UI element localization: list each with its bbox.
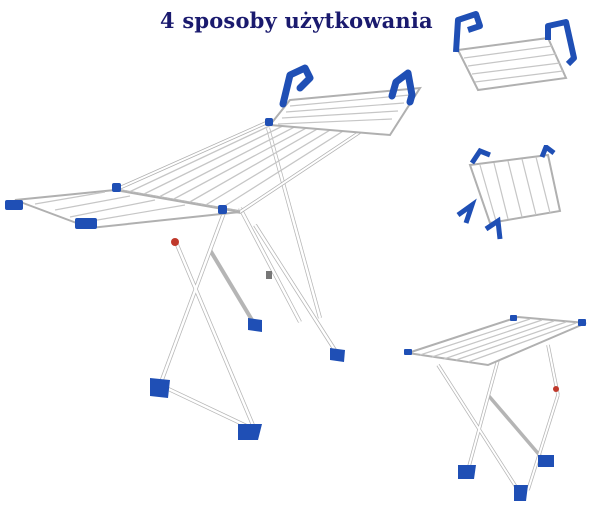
table-dryer-image — [404, 315, 587, 501]
radiator-hanger-folded-image — [456, 145, 562, 240]
radiator-hanger-flat-image — [453, 11, 577, 92]
page-title: 4 sposoby użytkowania — [160, 8, 433, 33]
